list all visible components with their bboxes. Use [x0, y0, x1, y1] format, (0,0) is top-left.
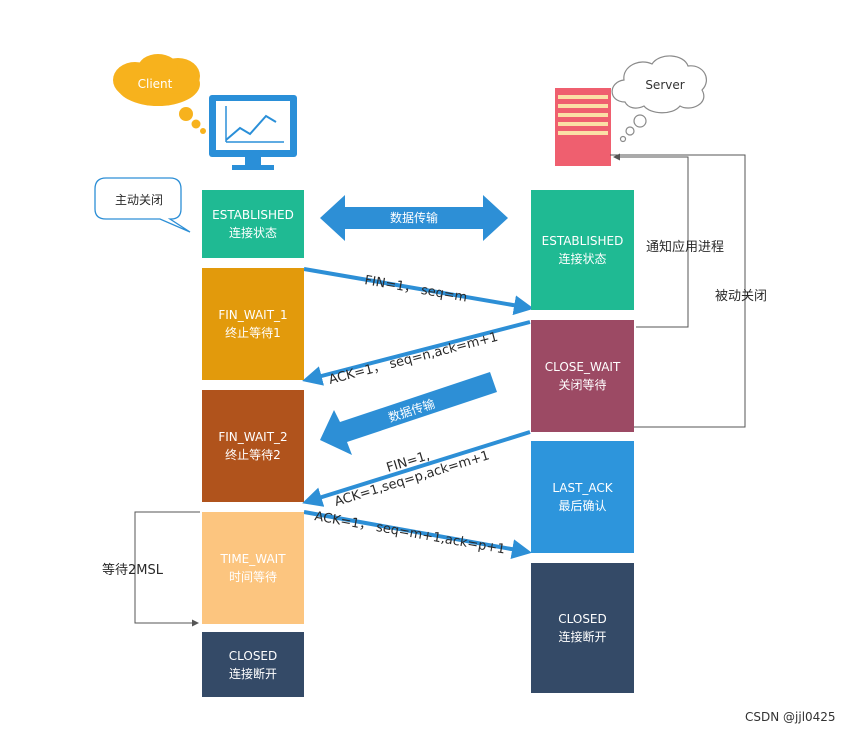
- client-state-established: ESTABLISHED 连接状态: [202, 190, 304, 258]
- server-state-closed: CLOSED 连接断开: [531, 563, 634, 693]
- wait-2msl-label: 等待2MSL: [102, 563, 163, 578]
- state-name: ESTABLISHED: [541, 234, 624, 248]
- watermark: CSDN @jjl0425: [745, 710, 836, 724]
- state-desc: 连接断开: [558, 630, 607, 644]
- ack1-arrow: [302, 320, 531, 386]
- notify-app-label: 通知应用进程: [646, 240, 725, 255]
- client-label: Client: [138, 77, 173, 91]
- notify-app-bracket: [613, 153, 689, 328]
- state-desc: 连接状态: [558, 252, 607, 266]
- state-name: ESTABLISHED: [212, 208, 294, 222]
- state-desc: 终止等待1: [225, 326, 281, 340]
- state-name: FIN_WAIT_1: [218, 308, 288, 322]
- state-name: CLOSED: [228, 648, 278, 663]
- state-desc: 连接断开: [228, 666, 277, 681]
- fin1-arrow: [303, 267, 534, 316]
- state-name: FIN_WAIT_2: [218, 430, 288, 444]
- state-name: TIME_WAIT: [220, 552, 286, 566]
- data-transfer-double-arrow: [320, 195, 508, 241]
- state-name: LAST_ACK: [552, 481, 613, 495]
- data-transfer-left-arrow: [320, 372, 497, 455]
- passive-close-bracket: [605, 154, 746, 431]
- data-transfer-top-label: 数据传输: [390, 210, 438, 225]
- server-state-close-wait: CLOSE_WAIT 关闭等待: [531, 320, 634, 432]
- state-desc: 最后确认: [558, 499, 607, 513]
- client-state-fin-wait-2: FIN_WAIT_2 终止等待2: [202, 390, 304, 502]
- state-name: CLOSED: [558, 612, 607, 626]
- state-desc: 连接状态: [228, 226, 277, 240]
- active-close-bubble: [94, 177, 191, 233]
- state-desc: 关闭等待: [558, 378, 607, 392]
- fin1-label: FIN=1， seq=m: [363, 273, 468, 305]
- ack2-label: ACK=1， seq=m+1,ack=p+1: [313, 509, 506, 557]
- server-cloud-icon: Server: [611, 55, 707, 143]
- server-state-established: ESTABLISHED 连接状态: [531, 190, 634, 310]
- passive-close-label: 被动关闭: [715, 289, 768, 304]
- wait-2msl-bracket: [134, 511, 200, 627]
- fin2-arrow: [302, 430, 531, 507]
- client-cloud-icon: Client: [113, 54, 206, 134]
- state-desc: 时间等待: [228, 570, 277, 584]
- server-label: Server: [645, 78, 684, 92]
- server-state-last-ack: LAST_ACK 最后确认: [531, 441, 634, 553]
- client-state-closed: CLOSED 连接断开: [202, 632, 304, 697]
- state-desc: 终止等待2: [225, 448, 281, 462]
- client-state-time-wait: TIME_WAIT 时间等待: [202, 512, 304, 624]
- state-name: CLOSE_WAIT: [544, 360, 621, 374]
- client-state-fin-wait-1: FIN_WAIT_1 终止等待1: [202, 268, 304, 380]
- ack2-arrow: [303, 510, 532, 560]
- client-monitor-icon: [209, 95, 297, 170]
- server-rack-icon: [555, 88, 611, 166]
- active-close-label: 主动关闭: [115, 193, 164, 207]
